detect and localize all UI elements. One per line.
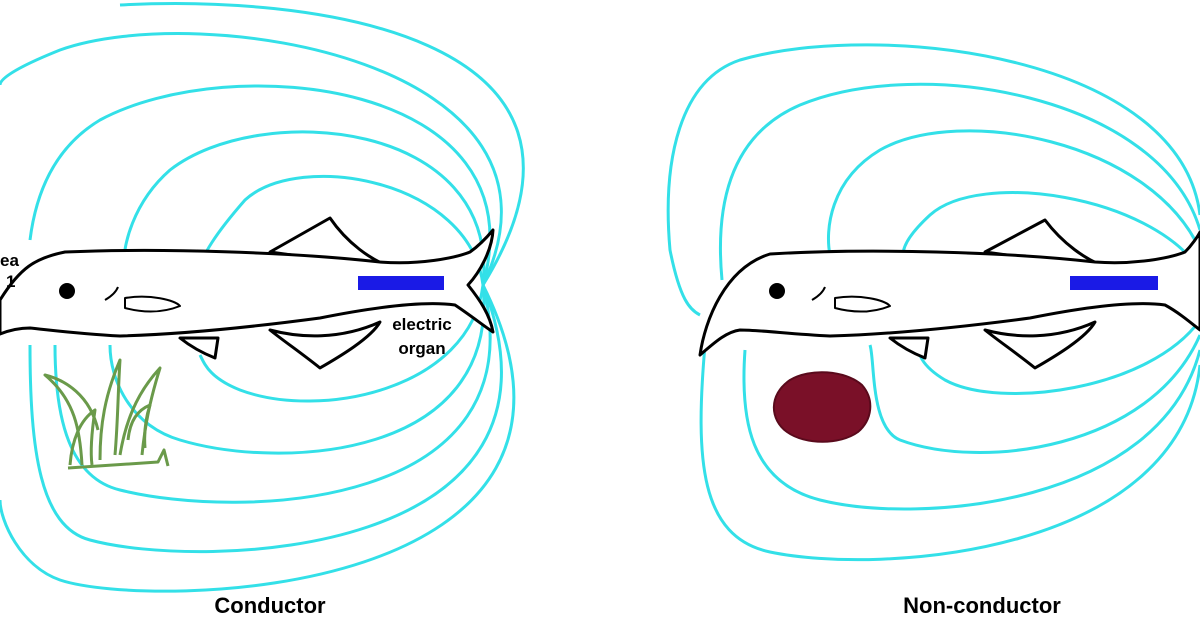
- pectoral-fin: [124, 295, 181, 313]
- field-line: [916, 319, 1200, 395]
- field-lines-non-conductor: [666, 43, 1200, 562]
- caption-non-conductor: Non-conductor: [903, 593, 1061, 618]
- fish-eye: [59, 283, 75, 299]
- organ-label-line2: organ: [398, 339, 445, 358]
- gill-mark: [811, 286, 826, 301]
- plant-blade: [126, 403, 152, 449]
- ventral-fin: [268, 320, 382, 370]
- rock: [773, 371, 872, 443]
- field-line: [901, 191, 1200, 271]
- field-line: [868, 334, 1200, 454]
- plant-blade: [98, 358, 122, 461]
- field-line: [119, 2, 525, 286]
- gill-mark: [104, 286, 119, 301]
- fish-conductor: [0, 216, 495, 370]
- pectoral-fin: [834, 295, 891, 313]
- fish-body: [698, 230, 1200, 357]
- electric-organ-conductor: [358, 276, 444, 290]
- field-line: [123, 130, 486, 286]
- fish-non-conductor: [698, 218, 1200, 370]
- field-line: [699, 344, 1200, 562]
- field-line: [108, 284, 486, 455]
- field-line: [28, 84, 492, 286]
- field-line: [718, 82, 1200, 281]
- plant-blade: [68, 408, 97, 466]
- field-line: [53, 284, 492, 504]
- non-conductor-panel: Non-conductor: [666, 43, 1200, 618]
- ventral-fin: [983, 320, 1097, 370]
- field-line: [742, 349, 1200, 511]
- pelvic-fin: [178, 336, 220, 360]
- field-lines-conductor: [0, 2, 525, 593]
- plant: [43, 358, 170, 470]
- organ-label-line1: electric: [392, 315, 452, 334]
- caption-conductor: Conductor: [214, 593, 326, 618]
- field-line: [0, 284, 516, 593]
- field-line: [28, 284, 503, 554]
- electric-organ-non-conductor: [1070, 276, 1158, 290]
- plant-blade: [43, 373, 100, 466]
- fish-body: [0, 228, 495, 338]
- field-line: [203, 174, 485, 286]
- field-line: [198, 284, 485, 403]
- edge-label-line1: ea: [0, 251, 19, 270]
- fish-eye: [769, 283, 785, 299]
- conductor-panel: ea 1 electric organ Conductor: [0, 2, 525, 618]
- conductor-labels: ea 1 electric organ Conductor: [0, 251, 452, 618]
- field-line: [666, 43, 1200, 317]
- field-line: [0, 32, 503, 286]
- edge-label-line2: 1: [6, 272, 15, 291]
- field-line: [826, 129, 1200, 256]
- plant-base: [67, 448, 170, 470]
- pelvic-fin: [888, 336, 930, 360]
